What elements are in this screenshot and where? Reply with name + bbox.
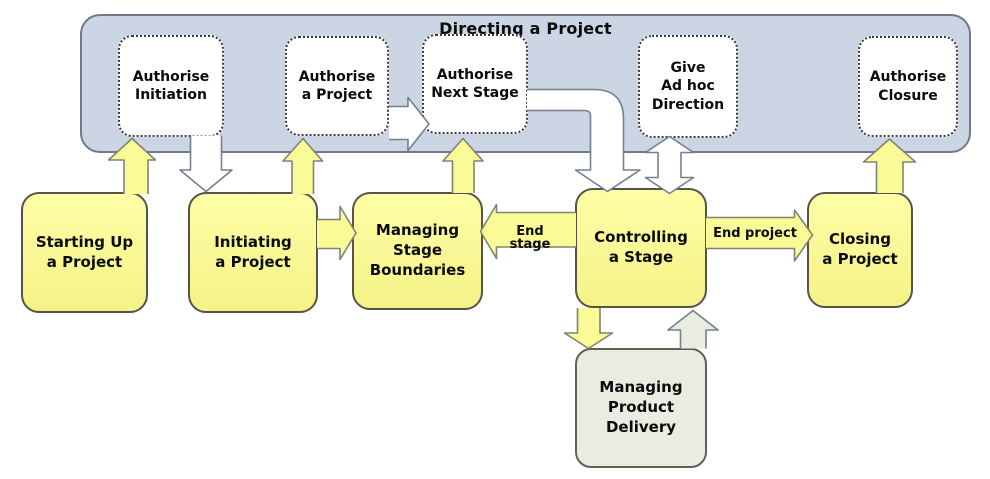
activity-label: Authorise Next Stage — [431, 66, 519, 101]
activity-authorise-closure: Authorise Closure — [858, 36, 958, 137]
arrow-authorise-initiation-to-initiating — [179, 135, 233, 193]
arrow-end-stage — [479, 203, 576, 260]
process-controlling-a-stage: Controlling a Stage — [575, 188, 707, 308]
end-project-label: End project — [713, 226, 797, 241]
process-label: Starting Up a Project — [35, 232, 134, 271]
arrow-boundaries-to-authorise-next-stage — [442, 137, 484, 193]
arrow-authorise-next-stage-to-controlling — [527, 88, 641, 193]
activity-label: Authorise a Project — [298, 68, 376, 103]
arrow-initiating-to-authorise-a-project — [282, 137, 324, 194]
arrow-closing-to-authorise-closure — [862, 138, 917, 193]
process-starting-up-a-project: Starting Up a Project — [21, 192, 148, 313]
process-closing-a-project: Closing a Project — [807, 192, 913, 308]
arrow-authorise-a-project-to-next-stage — [389, 96, 430, 152]
activity-label: Give Ad hoc Direction — [651, 60, 725, 113]
process-managing-product-delivery: Managing Product Delivery — [575, 348, 707, 468]
arrow-end-project — [706, 209, 814, 262]
process-initiating-a-project: Initiating a Project — [188, 192, 318, 313]
arrow-controlling-to-product-delivery — [563, 308, 614, 350]
arrow-give-ad-hoc-controlling-two-way — [644, 135, 695, 195]
arrow-product-delivery-to-controlling — [667, 309, 719, 349]
process-label: Initiating a Project — [214, 232, 292, 271]
activity-authorise-a-project: Authorise a Project — [285, 36, 389, 136]
process-label: Controlling a Stage — [594, 228, 688, 266]
band-title: Directing a Project — [439, 19, 612, 38]
process-label: Managing Product Delivery — [599, 378, 683, 436]
process-label: Managing Stage Boundaries — [369, 221, 466, 279]
activity-label: Authorise Initiation — [132, 68, 210, 103]
activity-authorise-initiation: Authorise Initiation — [118, 35, 224, 137]
arrow-startup-to-authorise-initiation — [107, 137, 157, 194]
activity-give-ad-hoc-direction: Give Ad hoc Direction — [638, 35, 738, 138]
process-label: Closing a Project — [822, 230, 898, 268]
arrow-initiating-to-boundaries — [317, 205, 357, 261]
end-stage-label: End stage — [509, 224, 551, 252]
activity-label: Authorise Closure — [869, 69, 947, 104]
activity-authorise-next-stage: Authorise Next Stage — [422, 34, 528, 134]
process-managing-stage-boundaries: Managing Stage Boundaries — [352, 192, 483, 310]
